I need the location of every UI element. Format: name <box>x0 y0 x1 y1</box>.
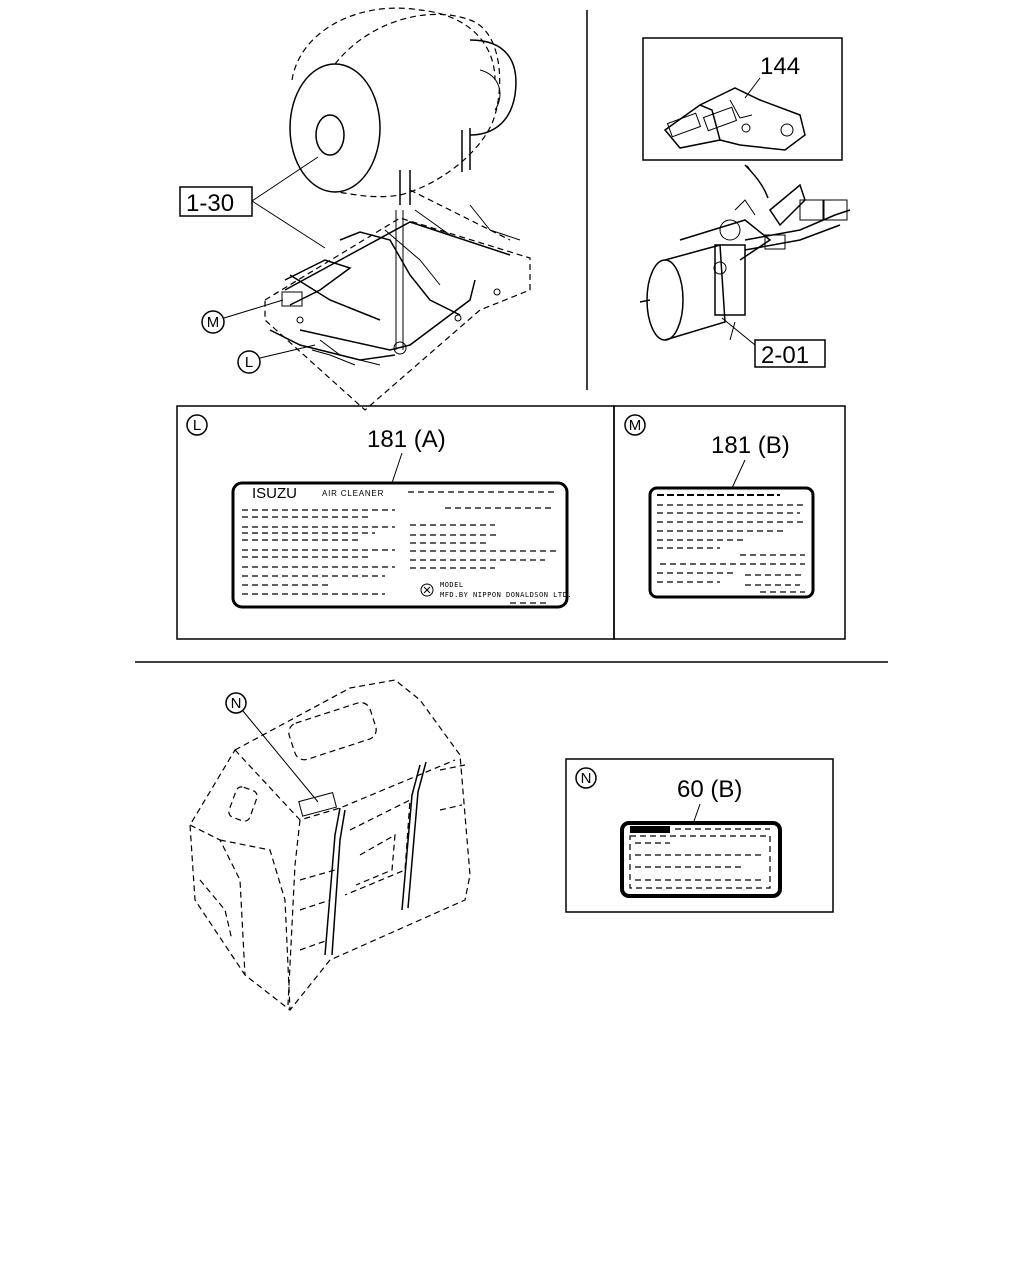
callout-181a: 181 (A) <box>367 426 446 453</box>
label-b-plate <box>648 486 815 599</box>
bracket-detail-box <box>642 37 843 161</box>
marker-m-top: M <box>201 299 284 334</box>
marker-n-panel <box>575 767 597 789</box>
panel-m-frame <box>613 405 846 640</box>
label-n-dashed-text <box>629 826 771 889</box>
svg-text:L: L <box>245 354 253 371</box>
cylinder-illustration <box>639 183 851 341</box>
label-a-maker: MFD.BY NIPPON DONALDSON LTD. <box>440 591 572 599</box>
marker-l-top: L <box>237 344 316 374</box>
label-a-dashed-text <box>242 507 560 595</box>
callout-60b: 60 (B) <box>677 776 742 803</box>
marker-l-panel <box>186 414 208 436</box>
callout-144: 144 <box>760 53 800 80</box>
svg-text:N: N <box>581 770 592 787</box>
svg-text:M: M <box>207 314 220 331</box>
label-a-model: MODEL <box>440 581 464 589</box>
label-b-dashed-text <box>657 494 805 593</box>
callout-2-01: 2-01 <box>761 342 809 369</box>
svg-text:M: M <box>629 417 642 434</box>
label-a-brand: ISUZU <box>252 485 297 502</box>
cab-illustration <box>189 679 471 1011</box>
svg-text:N: N <box>231 695 242 712</box>
label-n-plate <box>620 821 782 898</box>
svg-text:L: L <box>193 417 201 434</box>
label-a-logo-icon <box>420 583 434 597</box>
air-cleaner-illustration <box>264 7 531 411</box>
bracket-illustration <box>663 77 806 151</box>
label-a-product: AIR CLEANER <box>322 489 384 498</box>
pointer-arrow <box>744 164 769 199</box>
callout-181b: 181 (B) <box>711 432 790 459</box>
callout-1-30: 1-30 <box>186 190 234 217</box>
callout-box-2-01 <box>754 339 826 368</box>
label-a-plate <box>231 481 569 609</box>
panel-n-frame <box>565 758 834 913</box>
marker-n-cab: N <box>225 692 319 803</box>
marker-m-panel <box>624 414 646 436</box>
